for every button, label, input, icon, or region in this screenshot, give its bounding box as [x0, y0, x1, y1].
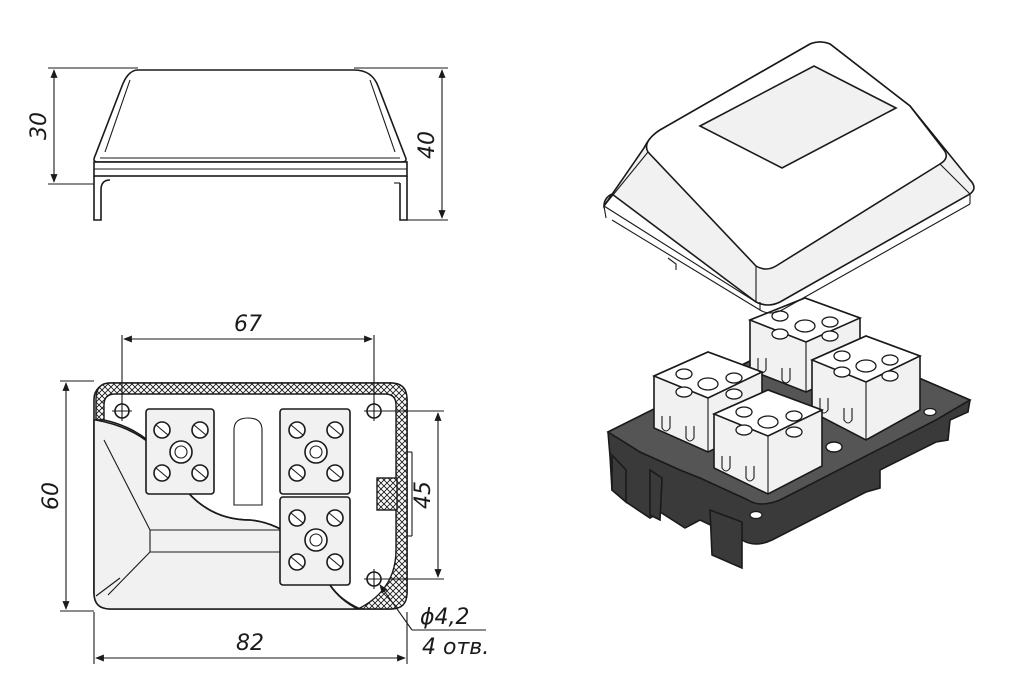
dim-side-height: 30 [27, 112, 52, 140]
dim-hole-spacing: 67 [234, 312, 262, 337]
dim-plan-width: 82 [236, 631, 264, 656]
dim-hole-diameter: ϕ4,2 [420, 605, 470, 630]
iso-cover [603, 41, 975, 314]
dim-hole-spacing-vertical: 45 [411, 481, 436, 509]
plan-view [60, 335, 486, 664]
dim-plan-height: 60 [39, 482, 64, 510]
dim-hole-count: 4 отв. [422, 635, 489, 660]
mounting-holes [112, 401, 384, 589]
dim-side-total-height: 40 [415, 131, 440, 159]
isometric-view [603, 41, 975, 570]
side-view [48, 67, 448, 221]
